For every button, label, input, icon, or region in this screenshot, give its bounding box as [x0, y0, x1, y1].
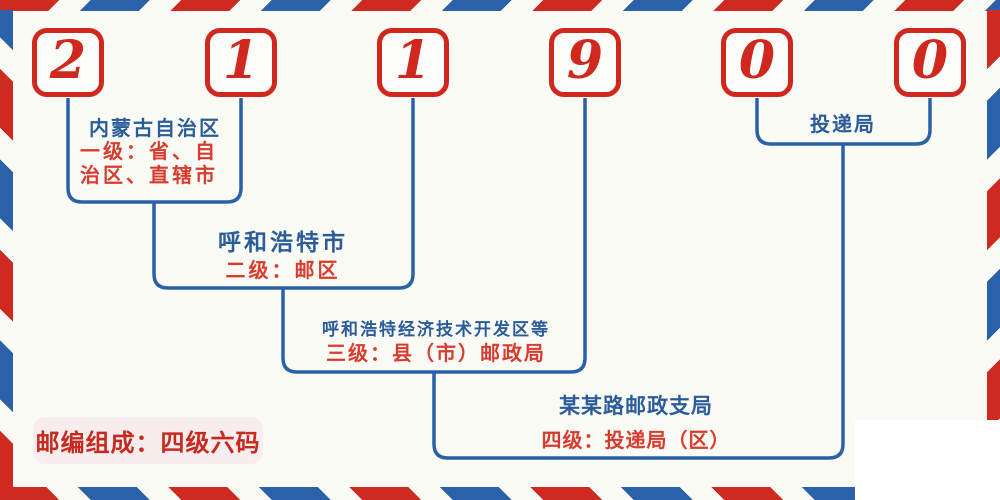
level1-desc-label: 一级：省、自治区、直辖市: [80, 139, 218, 187]
airmail-border-bottom: [0, 487, 1000, 500]
digit-box-1: 2: [32, 28, 104, 97]
airmail-border-right: [987, 10, 1000, 490]
digit-box-3: 1: [377, 28, 449, 97]
airmail-border-top: [0, 0, 1000, 11]
digit-box-2: 1: [205, 28, 277, 97]
level2-desc-label: 二级：邮区: [225, 258, 341, 282]
footer-badge: 邮编组成：四级六码: [33, 417, 263, 464]
airmail-border-left: [0, 10, 13, 490]
blank-corner-patch: [855, 420, 1000, 500]
footer-badge-text: 邮编组成：四级六码: [35, 429, 261, 457]
level4-place-label: 某某路邮政支局: [559, 394, 713, 418]
digit-6: 0: [911, 29, 949, 91]
digit-box-4: 9: [549, 28, 621, 97]
level3-place-label: 呼和浩特经济技术开发区等: [322, 320, 550, 340]
digit-5: 0: [738, 29, 776, 91]
digit-2: 1: [222, 29, 260, 91]
level4-desc-label: 四级：投递局（区）: [541, 428, 731, 452]
bracket-delivery-office: [755, 98, 932, 146]
bracket-level4: [432, 144, 845, 460]
delivery-office-label: 投递局: [810, 112, 876, 136]
digit-3: 1: [394, 29, 432, 91]
digit-1: 2: [49, 29, 87, 91]
level2-place-label: 呼和浩特市: [218, 230, 348, 256]
digit-box-6: 0: [894, 28, 966, 97]
level3-desc-label: 三级：县（市）邮政局: [326, 341, 546, 365]
digit-box-5: 0: [721, 28, 793, 97]
level1-place-label: 内蒙古自治区: [89, 116, 221, 140]
digit-4: 9: [566, 29, 604, 91]
